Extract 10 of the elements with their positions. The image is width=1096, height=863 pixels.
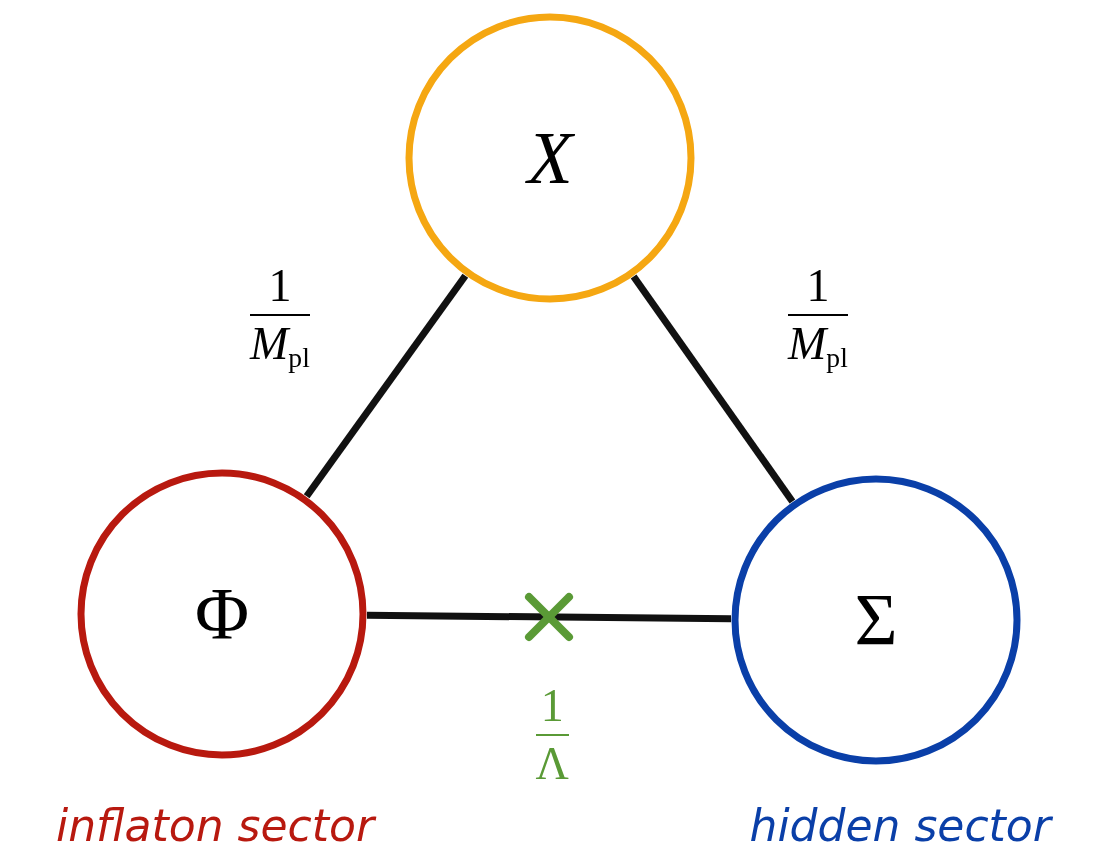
node-symbol: Σ [854,583,898,657]
circle-node [405,13,695,303]
node-symbol: X [527,121,573,195]
sector-caption: hidden sector [749,799,1051,853]
circle-node [731,475,1021,765]
connector-line [303,273,469,499]
circle-node [77,469,367,759]
connector-line [630,274,796,504]
connector-line [366,611,732,623]
node-symbol: Φ [194,577,250,651]
